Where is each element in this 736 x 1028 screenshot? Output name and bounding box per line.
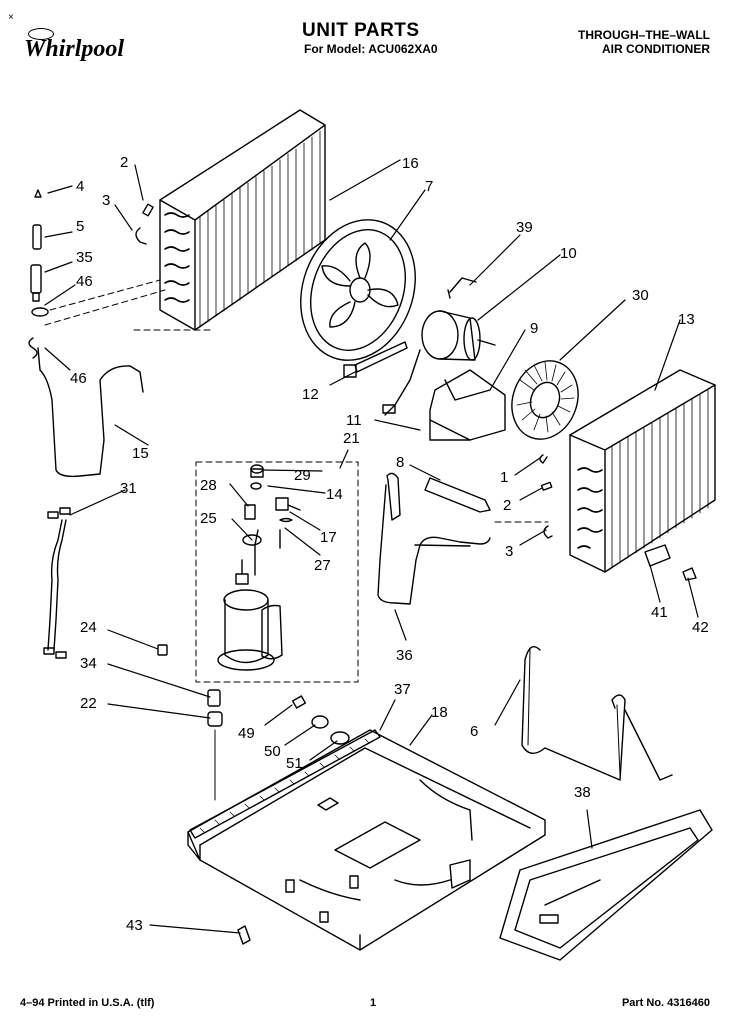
fan-motor [382,310,496,416]
compressor-group-box [195,461,359,683]
product-type: THROUGH–THE–WALL AIR CONDITIONER [578,28,710,56]
screw-part [682,567,697,581]
condenser-coil [159,109,326,331]
base-screw-a [285,879,295,893]
callout-50: 50 [264,743,281,760]
callout-51: 51 [286,755,303,772]
callout-5: 5 [76,218,84,235]
callout-37: 37 [394,681,411,698]
clip-part-2 [543,525,553,539]
compressor-hardware [242,464,301,549]
callout-2b: 2 [503,497,511,514]
callout-9: 9 [530,320,538,337]
callout-3a: 3 [102,192,110,209]
callout-3b: 3 [505,543,513,560]
condenser-fan-blade [300,219,416,361]
callout-16: 16 [402,155,419,172]
callout-4: 4 [76,178,84,195]
bracket-part [644,544,671,567]
refrigerant-tube [521,646,673,781]
motor-clip [447,277,477,299]
callout-36: 36 [396,647,413,664]
base-screw-b [349,875,359,889]
capillary-tube [377,472,491,605]
callout-21: 21 [343,430,360,447]
callout-22: 22 [80,695,97,712]
callout-6: 6 [470,723,478,740]
callout-13: 13 [678,311,695,328]
base-rail [189,729,381,839]
callout-49: 49 [238,725,255,742]
corner-mark: × [8,12,14,23]
callout-29: 29 [294,467,311,484]
callout-35: 35 [76,249,93,266]
fastener-parts [291,695,350,745]
callout-30: 30 [632,287,649,304]
evaporator-coil [569,369,716,573]
page-title: UNIT PARTS [302,20,420,41]
heater-part [424,477,491,513]
print-info: 4–94 Printed in U.S.A. (tlf) [20,997,155,1009]
callout-14: 14 [326,486,343,503]
part-number: Part No. 4316460 [621,997,710,1009]
callout-10: 10 [560,245,577,262]
clip-part [539,454,548,464]
left-small-parts [28,189,154,359]
compressor [217,529,283,671]
blower-wheel [511,360,579,440]
brand-logo: Whirlpool [24,36,125,62]
model-line: For Model: ACU062XA0 [304,42,438,56]
brand-emblem-icon [28,28,54,40]
front-grille-panel [499,809,713,961]
clip-43 [237,925,251,945]
callout-7: 7 [425,178,433,195]
grommet-part [157,644,168,656]
callout-24: 24 [80,619,97,636]
callout-2a: 2 [120,154,128,171]
callout-1: 1 [500,469,508,486]
callout-27: 27 [314,557,331,574]
callout-39: 39 [516,219,533,236]
callout-8: 8 [396,454,404,471]
wiring-harness [43,507,71,659]
callout-31: 31 [120,480,137,497]
mount-spacer [207,689,221,707]
callout-18: 18 [431,704,448,721]
motor-mount [429,369,506,441]
callout-46b: 46 [70,370,87,387]
callout-28: 28 [200,477,217,494]
callout-42: 42 [692,619,709,636]
callout-25: 25 [200,510,217,527]
spacer-part [540,481,553,491]
base-screw-c [319,911,329,923]
callout-34: 34 [80,655,97,672]
motor-shaft-part [343,341,408,378]
product-line-1: THROUGH–THE–WALL [578,28,710,42]
tube-assembly [37,347,144,478]
callout-41: 41 [651,604,668,621]
callout-38: 38 [574,784,591,801]
callout-15: 15 [132,445,149,462]
page-number: 1 [370,997,377,1009]
mount-grommet [207,711,223,727]
callout-46a: 46 [76,273,93,290]
callout-17: 17 [320,529,337,546]
callout-labels: 2 4 3 5 35 46 46 16 7 39 10 30 13 9 12 1… [70,154,709,934]
callout-12: 12 [302,386,319,403]
product-line-2: AIR CONDITIONER [602,42,710,56]
base-pan [187,729,546,951]
callout-43: 43 [126,917,143,934]
callout-11: 11 [346,412,362,429]
